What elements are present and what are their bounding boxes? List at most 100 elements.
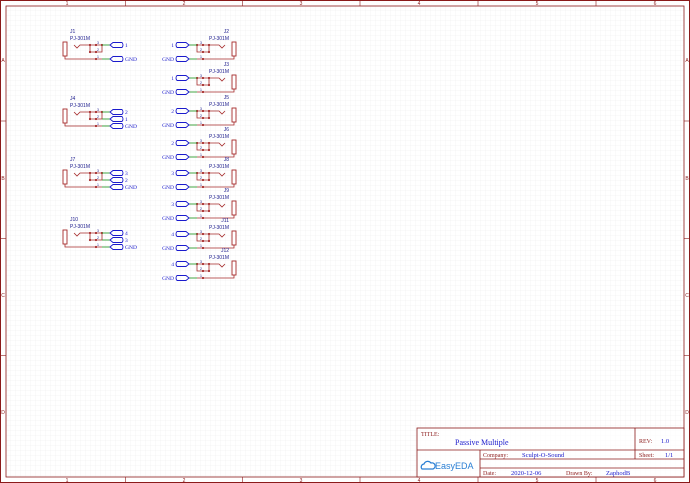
part-value: PJ-301M xyxy=(70,224,90,230)
logo-text: EasyEDA xyxy=(435,461,474,471)
net-label[interactable]: GND xyxy=(162,57,174,63)
net-label[interactable]: GND xyxy=(125,185,137,191)
net-port-icon xyxy=(175,154,190,160)
pin-number: 1 xyxy=(97,55,99,59)
net-label[interactable]: 4 xyxy=(171,232,174,238)
pin-number: 3 xyxy=(97,169,99,173)
frame-column-label: 1 xyxy=(66,1,69,7)
jack-sleeve-icon xyxy=(231,169,237,185)
net-port-icon xyxy=(175,201,190,207)
junction-dot xyxy=(207,116,211,120)
pin-number: 2 xyxy=(200,237,202,241)
net-label[interactable]: 3 xyxy=(171,171,174,177)
junction-dot xyxy=(88,171,92,175)
junction-dot xyxy=(207,148,211,152)
rev-label: REV: xyxy=(639,439,653,445)
junction-dot xyxy=(94,171,98,175)
net-label[interactable]: GND xyxy=(162,90,174,96)
net-label[interactable]: GND xyxy=(162,155,174,161)
junction-dot xyxy=(94,231,98,235)
junction-dot xyxy=(207,178,211,182)
frame-column-label: 4 xyxy=(418,478,421,483)
net-label[interactable]: GND xyxy=(162,246,174,252)
pin-number: 1 xyxy=(97,122,99,126)
cloud-icon xyxy=(420,460,436,470)
net-label[interactable]: 3 xyxy=(125,238,128,244)
net-port-icon xyxy=(109,230,124,236)
net-port-icon xyxy=(109,42,124,48)
net-label[interactable]: 3 xyxy=(125,171,128,177)
pin-number: 1 xyxy=(200,55,202,59)
pin-number: 2 xyxy=(200,146,202,150)
part-value: PJ-301M xyxy=(209,225,229,231)
junction-dot xyxy=(201,178,205,182)
net-port-icon xyxy=(109,56,124,62)
title-block: TITLE: Passive Multiple REV: 1.0 Company… xyxy=(416,427,685,478)
net-label[interactable]: 2 xyxy=(171,109,174,115)
net-label[interactable]: GND xyxy=(162,276,174,282)
part-value: PJ-301M xyxy=(209,255,229,261)
net-port-icon xyxy=(109,237,124,243)
net-port-icon xyxy=(175,108,190,114)
net-port-icon xyxy=(175,89,190,95)
net-label[interactable]: GND xyxy=(162,216,174,222)
pin-number: 2 xyxy=(200,207,202,211)
jack-sleeve-icon xyxy=(231,200,237,216)
net-port-icon xyxy=(175,231,190,237)
net-label[interactable]: 2 xyxy=(171,141,174,147)
junction-dot xyxy=(88,117,92,121)
net-label[interactable]: 3 xyxy=(171,202,174,208)
designator: J3 xyxy=(224,62,230,68)
net-label[interactable]: 2 xyxy=(125,178,128,184)
frame-column-label: 6 xyxy=(654,478,657,483)
net-label[interactable]: 2 xyxy=(125,110,128,116)
frame-column-label: 5 xyxy=(536,1,539,7)
sheet-value: 1/1 xyxy=(665,452,673,459)
net-port-icon xyxy=(175,275,190,281)
junction-dot xyxy=(201,116,205,120)
pin-number: 3 xyxy=(200,169,202,173)
junction-dot xyxy=(207,239,211,243)
net-label[interactable]: 1 xyxy=(171,43,174,49)
sheet-title: Passive Multiple xyxy=(455,438,509,447)
net-label[interactable]: 4 xyxy=(171,262,174,268)
frame-row-label: B xyxy=(685,176,689,182)
net-port-icon xyxy=(175,245,190,251)
junction-dot xyxy=(201,141,205,145)
junction-dot xyxy=(94,50,98,54)
frame-column-label: 4 xyxy=(418,1,421,7)
junction-dot xyxy=(207,83,211,87)
junction-dot xyxy=(207,50,211,54)
designator: J6 xyxy=(224,127,230,133)
junction-dot xyxy=(207,76,211,80)
junction-dot xyxy=(201,246,205,250)
net-label[interactable]: 1 xyxy=(125,43,128,49)
date-label: Date: xyxy=(483,471,496,477)
net-label[interactable]: 1 xyxy=(125,117,128,123)
net-port-icon xyxy=(175,42,190,48)
pin-number: 1 xyxy=(97,243,99,247)
net-label[interactable]: 1 xyxy=(171,76,174,82)
designator: J10 xyxy=(70,217,78,223)
part-value: PJ-301M xyxy=(70,164,90,170)
net-label[interactable]: 4 xyxy=(125,231,128,237)
pin-number: 1 xyxy=(200,274,202,278)
net-label[interactable]: GND xyxy=(162,185,174,191)
net-label[interactable]: GND xyxy=(162,123,174,129)
net-label[interactable]: GND xyxy=(125,124,137,130)
net-label[interactable]: GND xyxy=(125,245,137,251)
net-label[interactable]: GND xyxy=(125,57,137,63)
